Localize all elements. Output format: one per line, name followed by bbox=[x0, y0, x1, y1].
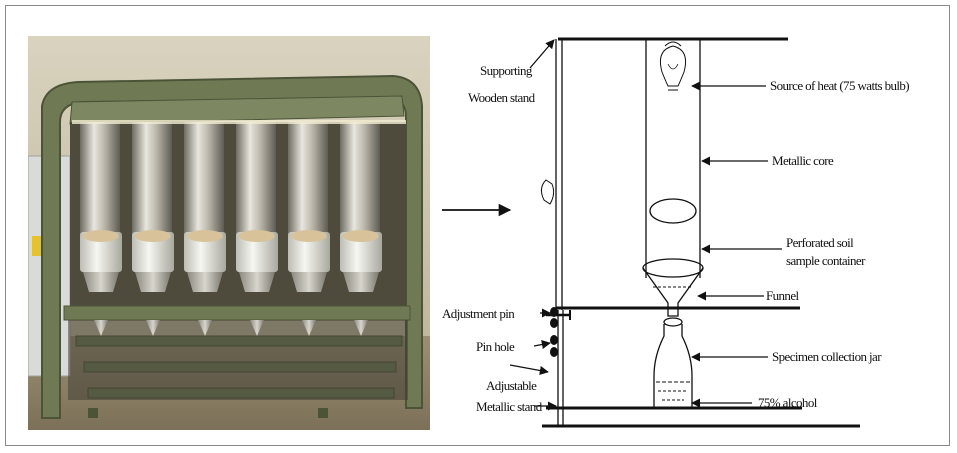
label-perforated-2: sample container bbox=[786, 253, 866, 268]
pin-hole-dot bbox=[550, 335, 558, 345]
label-adjustable-1: Adjustable bbox=[486, 378, 537, 393]
label-adjustment-pin: Adjustment pin bbox=[442, 306, 515, 321]
label-metallic-core: Metallic core bbox=[772, 153, 834, 168]
label-supporting-stand-2: Wooden stand bbox=[468, 90, 536, 105]
label-specimen-jar: Specimen collection jar bbox=[772, 349, 882, 364]
label-pin-hole: Pin hole bbox=[476, 339, 515, 354]
adjustment-pin-dot bbox=[550, 318, 558, 328]
label-perforated-1: Perforated soil bbox=[786, 235, 854, 250]
label-funnel: Funnel bbox=[766, 288, 800, 303]
pin-hole-dot bbox=[550, 347, 558, 357]
label-supporting-stand-1: Supporting bbox=[480, 63, 533, 78]
funnel-schematic: Supporting Wooden stand Source of heat (… bbox=[442, 37, 910, 428]
apparatus-photo bbox=[28, 36, 430, 430]
label-source-of-heat: Source of heat (75 watts bulb) bbox=[770, 78, 909, 93]
adjustment-pin-dot bbox=[550, 307, 558, 317]
label-adjustable-2: Metallic stand bbox=[476, 399, 543, 414]
label-alcohol: 75% alcohol bbox=[758, 395, 818, 410]
